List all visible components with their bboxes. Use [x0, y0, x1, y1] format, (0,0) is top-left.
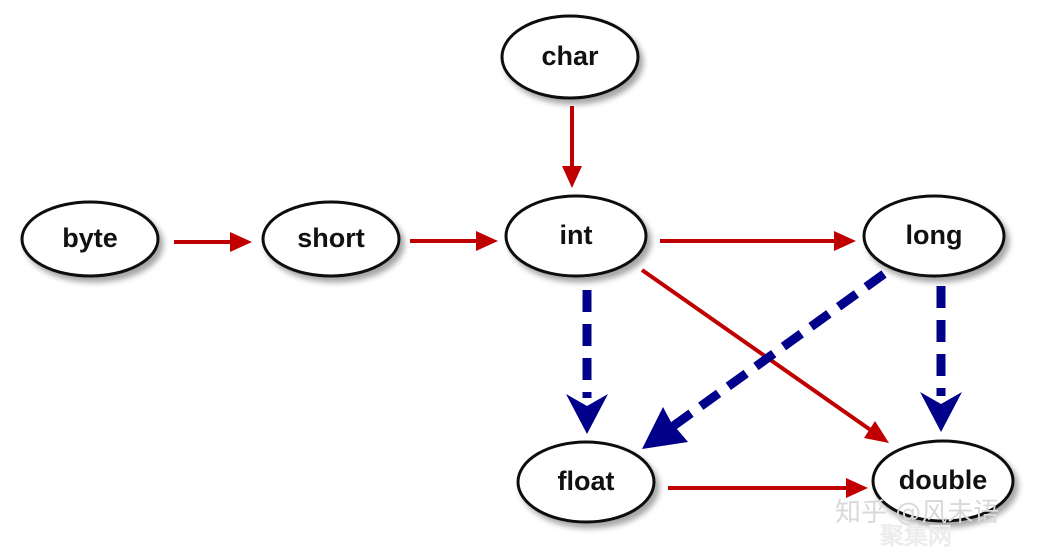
edge-float-to-double	[668, 478, 868, 498]
node-shape	[516, 440, 656, 524]
node-float: float	[516, 440, 656, 524]
node-shape	[504, 194, 648, 278]
edge-line	[640, 268, 874, 433]
node-byte: byte	[20, 200, 160, 278]
edge-byte-to-short	[174, 232, 252, 252]
node-double: double	[871, 439, 1015, 523]
arrowhead	[920, 392, 962, 432]
node-shape	[500, 14, 640, 100]
arrowhead	[476, 231, 498, 251]
watermark: 知乎 @风未语 聚集网	[835, 498, 999, 550]
arrowhead	[566, 394, 608, 434]
node-short: short	[261, 200, 401, 278]
node-long: long	[862, 194, 1006, 278]
edge-long-to-double-dashed	[920, 286, 962, 432]
arrowhead	[562, 166, 582, 188]
edge-int-to-long	[660, 231, 856, 251]
node-char: char	[500, 14, 640, 100]
node-shape	[871, 439, 1015, 523]
edge-int-to-float-dashed	[566, 290, 608, 434]
edges-layer	[174, 106, 962, 498]
edge-long-to-float-dashed	[642, 270, 887, 449]
arrowhead	[846, 478, 868, 498]
node-label-float: float	[558, 466, 615, 496]
node-label-short: short	[297, 223, 365, 253]
node-label-byte: byte	[62, 223, 118, 253]
arrowhead	[834, 231, 856, 251]
node-label-double: double	[899, 465, 988, 495]
arrowhead	[864, 421, 889, 443]
nodes-layer: char byte short int long float double	[20, 14, 1015, 524]
node-label-char: char	[541, 41, 599, 71]
edge-short-to-int	[410, 231, 498, 251]
edge-char-to-int	[562, 106, 582, 188]
node-label-int: int	[560, 220, 593, 250]
arrowhead	[642, 407, 688, 449]
edge-line	[669, 270, 887, 431]
node-shape	[261, 200, 401, 278]
edge-int-to-double	[640, 268, 889, 443]
node-label-long: long	[906, 220, 963, 250]
watermark-line2: 聚集网	[879, 522, 952, 550]
node-shape	[20, 200, 160, 278]
watermark-line1: 知乎 @风未语	[835, 498, 999, 528]
arrowhead	[230, 232, 252, 252]
node-int: int	[504, 194, 648, 278]
node-shape	[862, 194, 1006, 278]
